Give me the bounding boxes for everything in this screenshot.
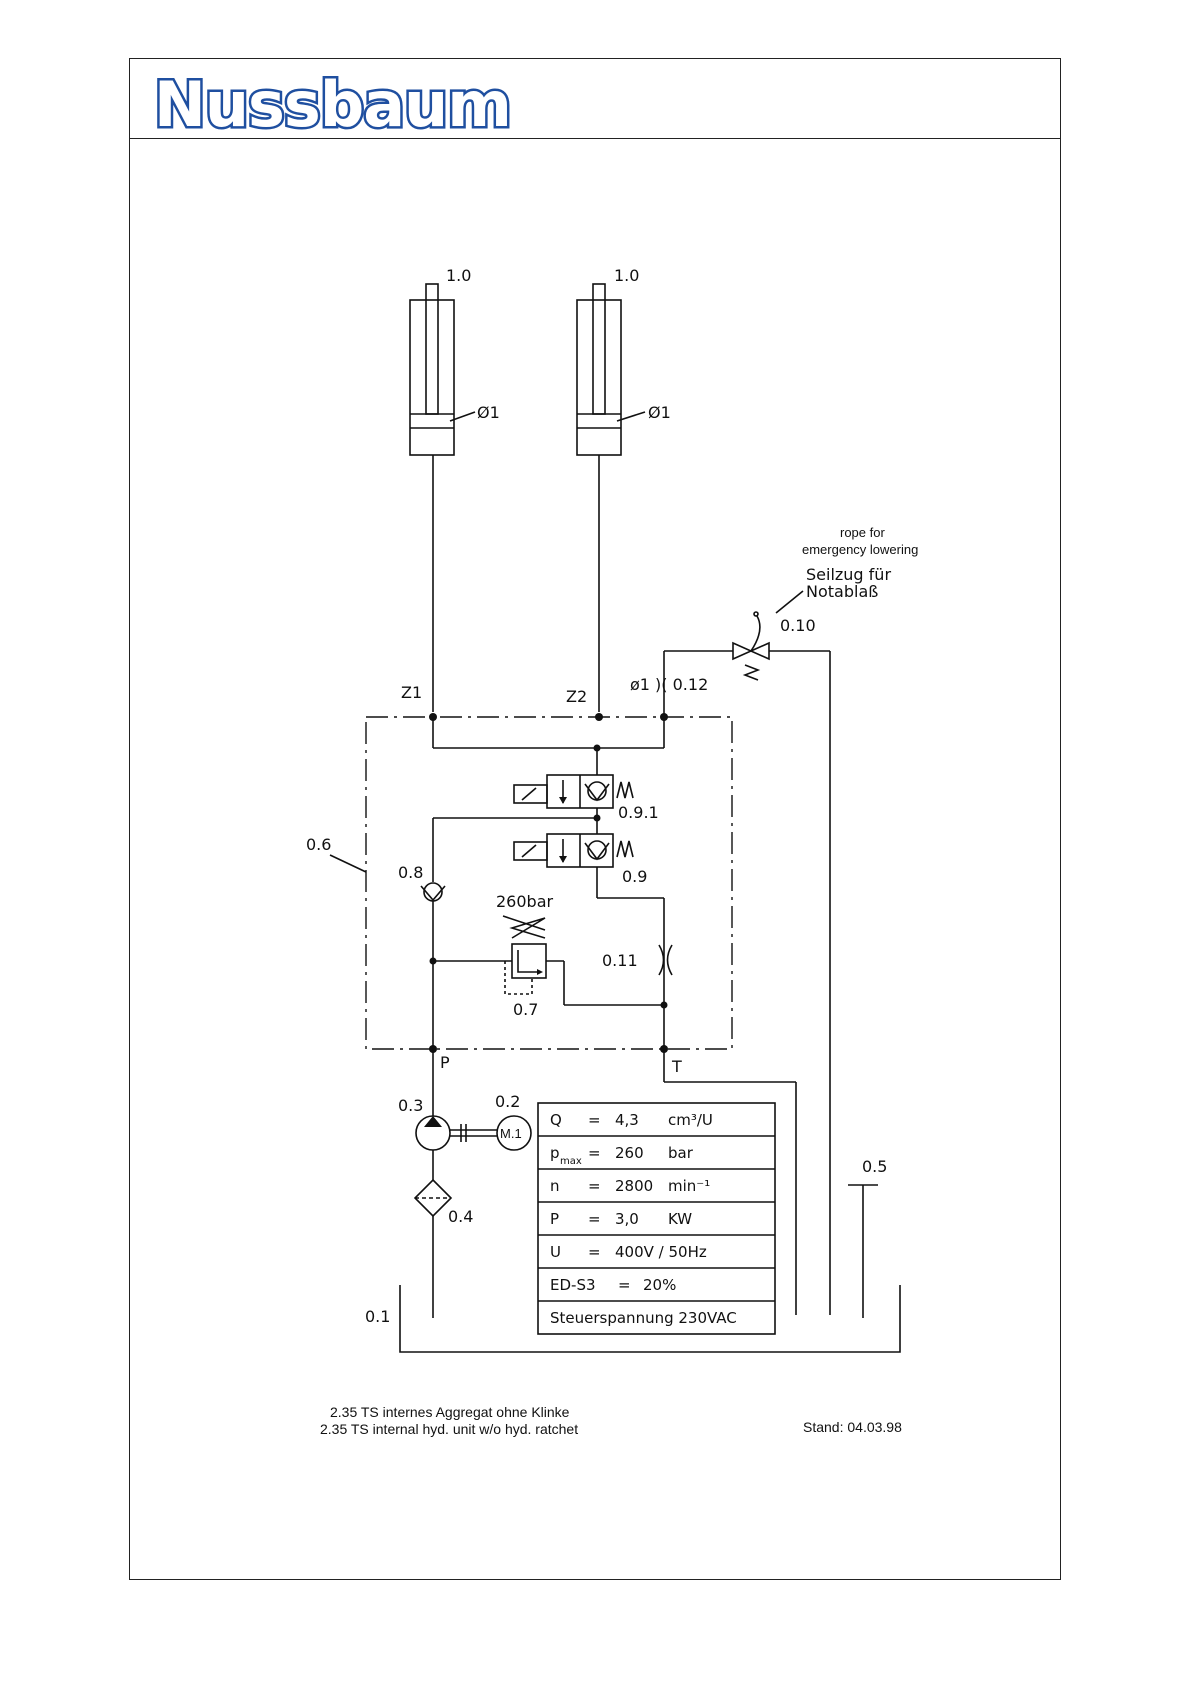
motor-text: M.1: [500, 1126, 522, 1141]
tank-0-1: [399, 1285, 901, 1353]
valve-block-outline: [365, 716, 733, 1050]
header-divider: [129, 138, 1061, 139]
cylinder-2-throttle-label: Ø1: [648, 403, 671, 422]
spec-sym: U: [550, 1243, 561, 1261]
throttle-0-12-label: ø1 )( 0.12: [630, 675, 708, 694]
motor-label: 0.2: [495, 1092, 520, 1111]
revision-date: Stand: 04.03.98: [803, 1419, 902, 1435]
spec-value: 20%: [643, 1276, 676, 1294]
block-label: 0.6: [306, 835, 331, 854]
emergency-label-en-1: rope for: [840, 525, 885, 540]
pressure-relief-valve-0-7: [504, 943, 547, 995]
port-z1-label: Z1: [401, 683, 422, 702]
filter-0-4: [413, 1178, 453, 1218]
motor-0-2: M.1: [496, 1115, 532, 1151]
logo-text: Nussbaum: [154, 70, 511, 140]
spec-eq: =: [588, 1243, 601, 1261]
cylinder-1-label: 1.0: [446, 266, 471, 285]
pump-0-3: [415, 1115, 451, 1151]
emergency-label-en-2: emergency lowering: [802, 542, 918, 557]
spec-sym: n: [550, 1177, 560, 1195]
spec-sym: Q: [550, 1111, 562, 1129]
port-throttle: [660, 713, 668, 721]
spec-eq: =: [618, 1276, 631, 1294]
spec-unit: min⁻¹: [668, 1177, 710, 1195]
spec-sym: ED-S3: [550, 1276, 596, 1294]
spec-value: 4,3: [615, 1111, 639, 1129]
check-valve-0-8: [420, 882, 446, 902]
filter-label: 0.4: [448, 1207, 473, 1226]
solenoid-valve-0-9: [513, 833, 634, 868]
specs-table-border: [537, 1102, 776, 1335]
pump-label: 0.3: [398, 1096, 423, 1115]
check-valve-label: 0.8: [398, 863, 423, 882]
spec-eq: =: [588, 1111, 601, 1129]
spec-sym: Steuerspannung 230VAC: [550, 1309, 737, 1327]
spec-sym: P: [550, 1210, 559, 1228]
emergency-label-de-2: Notablaß: [806, 582, 878, 601]
port-z2-label: Z2: [566, 687, 587, 706]
cylinder-1: 1.0 Ø1: [409, 266, 500, 712]
spec-unit: bar: [668, 1144, 694, 1162]
cylinder-2-label: 1.0: [614, 266, 639, 285]
emergency-label-de-1: Seilzug für: [806, 565, 891, 584]
spec-eq: =: [588, 1177, 601, 1195]
cylinder-2: 1.0 Ø1: [576, 266, 671, 712]
relief-setting-label: 260bar: [496, 892, 554, 911]
spec-value: 3,0: [615, 1210, 639, 1228]
spec-sym: p: [550, 1144, 560, 1162]
port-t-label: T: [671, 1057, 682, 1076]
caption-english: 2.35 TS internal hyd. unit w/o hyd. ratc…: [320, 1421, 578, 1437]
spec-value: 400V / 50Hz: [615, 1243, 707, 1261]
spec-value: 2800: [615, 1177, 653, 1195]
spec-sub: max: [560, 1156, 582, 1167]
port-z2: [595, 713, 603, 721]
return-label: 0.5: [862, 1157, 887, 1176]
solenoid-valve-0-9-1: [513, 774, 634, 809]
valve-0-9-label: 0.9: [622, 867, 647, 886]
nussbaum-logo: Nussbaum: [152, 70, 515, 140]
emergency-valve: [664, 611, 831, 1315]
throttle-label: 0.11: [602, 951, 638, 970]
cylinder-1-throttle-label: Ø1: [477, 403, 500, 422]
caption-german: 2.35 TS internes Aggregat ohne Klinke: [330, 1404, 570, 1420]
spec-eq: =: [588, 1210, 601, 1228]
tank-label: 0.1: [365, 1307, 390, 1326]
spec-unit: KW: [668, 1210, 692, 1228]
valve-0-9-1-label: 0.9.1: [618, 803, 659, 822]
spec-unit: cm³/U: [668, 1111, 713, 1129]
page-frame: [129, 58, 1061, 1580]
relief-valve-label: 0.7: [513, 1000, 538, 1019]
spec-eq: =: [588, 1144, 601, 1162]
port-p-label: P: [440, 1053, 450, 1072]
spec-value: 260: [615, 1144, 644, 1162]
throttle-0-11: [658, 944, 673, 976]
valve-0-10-label: 0.10: [780, 616, 816, 635]
